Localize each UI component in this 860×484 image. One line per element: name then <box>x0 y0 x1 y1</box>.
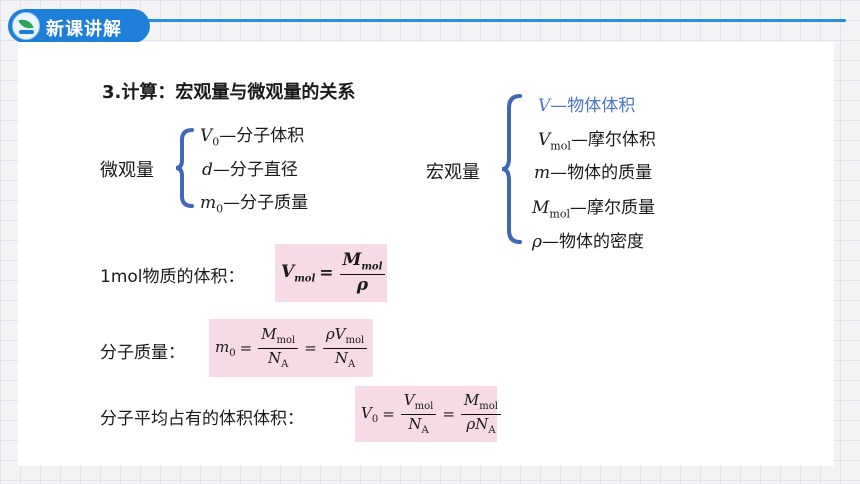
macro-brace-icon <box>501 94 522 244</box>
macro-item-object-mass: m—物体的质量 <box>534 163 653 183</box>
molecule-mass-label: 分子质量： <box>100 343 185 363</box>
molar-volume-label: 1mol物质的体积： <box>100 267 245 287</box>
badge-label: 新课讲解 <box>46 19 122 40</box>
macro-label: 宏观量 <box>426 162 480 183</box>
section-badge: 新课讲解 <box>8 9 150 43</box>
micro-item-molecule-diameter: d—分子直径 <box>202 160 298 180</box>
micro-label: 微观量 <box>100 160 154 181</box>
section-title: 3.计算：宏观量与微观量的关系 <box>102 82 356 103</box>
header-accent-line <box>16 19 846 22</box>
micro-item-molecule-volume: V0—分子体积 <box>200 126 305 149</box>
macro-item-density: ρ—物体的密度 <box>532 232 644 252</box>
macro-item-molar-volume: Vmol—摩尔体积 <box>538 130 656 153</box>
macro-item-object-volume: V—物体体积 <box>538 96 636 116</box>
leaf-logo-icon <box>12 12 40 40</box>
micro-brace-icon <box>175 128 194 208</box>
macro-item-molar-mass: Mmol—摩尔质量 <box>532 198 655 221</box>
micro-item-molecule-mass: m0—分子质量 <box>200 193 309 216</box>
molecule-volume-label: 分子平均占有的体积体积： <box>100 409 304 429</box>
